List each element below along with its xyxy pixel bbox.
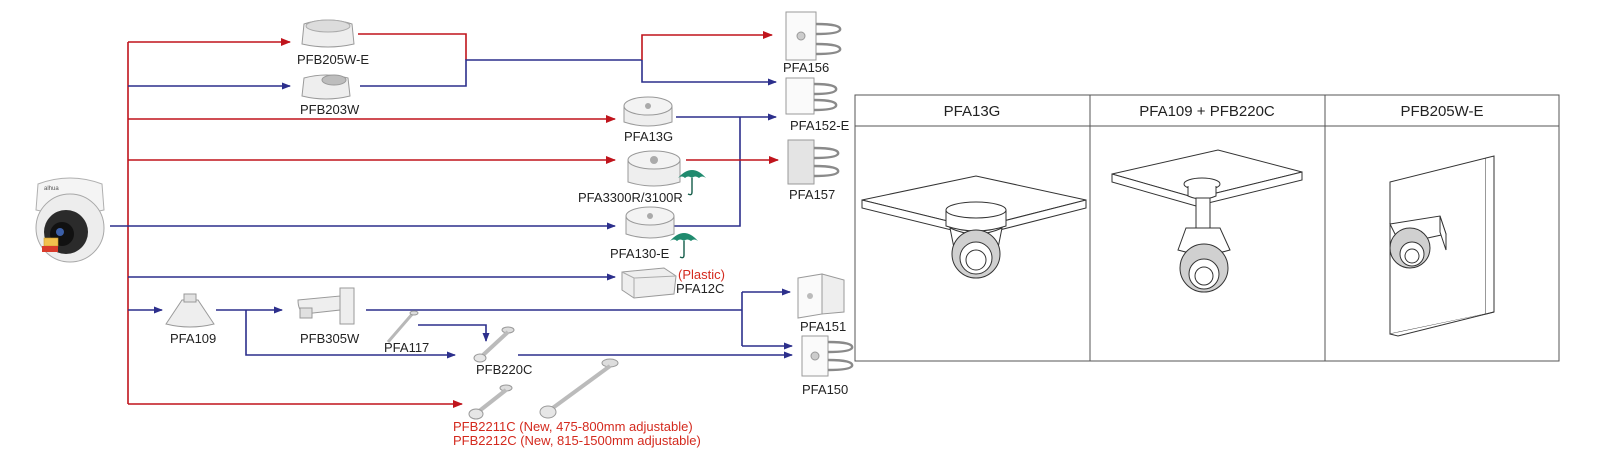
label-pfa117: PFA117 (384, 340, 429, 355)
label-pfb203w: PFB203W (300, 102, 360, 117)
umbrella-icon (670, 233, 698, 259)
sketch-pfb205we-wall-mount (1389, 155, 1495, 337)
label-pfa109: PFA109 (170, 331, 216, 346)
pfb2211c-image (468, 384, 513, 420)
camera-brand-text: alhua (44, 186, 59, 192)
label-pfa151: PFA151 (800, 319, 846, 334)
pfb2212c-image (539, 358, 619, 419)
pfa150-image (801, 335, 854, 377)
pfa109-image (165, 293, 215, 328)
dome-camera-image: alhua (35, 177, 105, 263)
pfb305w-image (297, 287, 355, 325)
pfa151-image (797, 273, 845, 319)
label-pfa157: PFA157 (789, 187, 835, 202)
label-pfb2212c: PFB2212C (New, 815-1500mm adjustable) (453, 433, 701, 448)
pfb203w-image (301, 74, 351, 100)
label-pfa150: PFA150 (802, 382, 848, 397)
sketch-pfa109-pfb220c-pendant-mount (1111, 149, 1303, 293)
pfa157-image (787, 139, 840, 185)
umbrella-icon (678, 170, 706, 196)
pfa3300r-image (627, 150, 681, 187)
pfa13g-image (623, 96, 673, 127)
label-pfb220c: PFB220C (476, 362, 532, 377)
pfa12c-image (621, 267, 677, 299)
label-pfa156: PFA156 (783, 60, 829, 75)
connector-lines (110, 31, 793, 408)
pfa156-image (785, 11, 842, 61)
sketch-pfa13g-ceiling-mount (861, 175, 1087, 279)
label-pfa12c: PFA12C (676, 281, 724, 296)
pfa117-image (386, 310, 419, 343)
label-pfa152e: PFA152-E (790, 118, 850, 133)
label-pfb2211c: PFB2211C (New, 475-800mm adjustable) (453, 419, 693, 434)
label-plastic-note: (Plastic) (678, 267, 725, 282)
label-pfa13g: PFA13G (624, 129, 673, 144)
pfa130e-image (625, 206, 675, 239)
pfa152e-image (785, 77, 838, 115)
label-pfa3300r: PFA3300R/3100R (578, 190, 683, 205)
label-pfa130e: PFA130-E (610, 246, 670, 261)
label-pfb305w: PFB305W (300, 331, 360, 346)
pfb220c-image (473, 326, 515, 363)
table-header-pfb205we: PFB205W-E (1400, 103, 1483, 120)
table-header-pfa13g: PFA13G (944, 103, 1001, 120)
label-pfb205we: PFB205W-E (297, 52, 369, 67)
pfb205we-image (301, 19, 355, 48)
table-header-pfa109-pfb220c: PFA109 + PFB220C (1139, 103, 1275, 120)
